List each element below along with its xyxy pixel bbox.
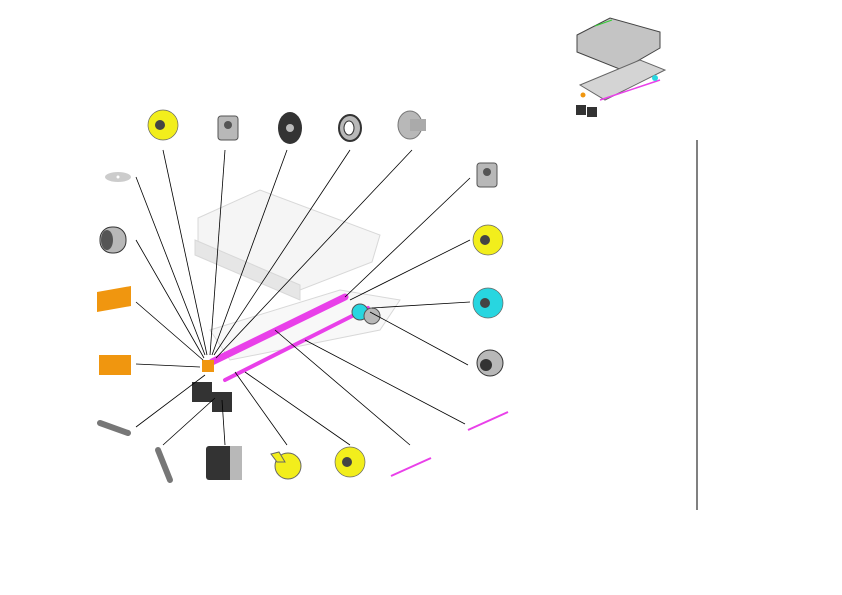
- lower-roller: [223, 306, 370, 382]
- motor-part-side: [230, 446, 242, 480]
- leader-lines: [135, 149, 471, 446]
- leader-line: [135, 239, 205, 359]
- ghost-rail: [194, 239, 301, 301]
- leader-line: [135, 176, 206, 356]
- leader-line: [274, 329, 411, 446]
- leader-line: [349, 239, 471, 301]
- shaft-short-part: [390, 457, 432, 477]
- thumb-pulley: [652, 75, 658, 81]
- upper-roller: [208, 293, 349, 366]
- leader-line: [234, 371, 288, 446]
- spring-vertical-part: [155, 447, 173, 483]
- spring-horizontal-part: [97, 420, 131, 436]
- leader-line: [135, 374, 206, 428]
- leader-line: [215, 149, 413, 359]
- roller-part-end: [101, 230, 113, 250]
- shaft-long-part: [467, 411, 509, 431]
- spring-horizontal-part-shape: [97, 420, 131, 436]
- parts: [97, 109, 509, 483]
- small-bracket-top-part-hole: [224, 121, 232, 129]
- yellow-gear-bottom-part: [334, 446, 366, 478]
- thumb-block: [580, 92, 586, 98]
- yellow-gear-right-part: [472, 224, 504, 256]
- leader-line: [211, 149, 288, 356]
- side-bracket-part: [476, 162, 498, 188]
- thumb-motor-2: [587, 107, 597, 117]
- leader-line: [135, 301, 204, 361]
- flanged-bushing-part: [397, 110, 426, 140]
- overview-thumbnail: [576, 17, 667, 117]
- yellow-cam-part-arm: [270, 451, 286, 463]
- cyan-pulley-part: [472, 287, 504, 319]
- leader-line: [209, 149, 226, 356]
- leader-line: [162, 397, 216, 446]
- leader-line: [244, 371, 351, 446]
- yellow-gear-bottom-part-hub: [342, 457, 352, 467]
- leader-line: [221, 399, 226, 446]
- roller-part: [99, 226, 127, 254]
- yellow-cam-part: [270, 451, 302, 480]
- leader-line: [371, 301, 471, 309]
- thumb-cover-logo: [594, 19, 613, 27]
- washer-part-hole: [116, 175, 120, 179]
- yellow-gear-top-part-hub: [155, 120, 165, 130]
- shaft-long-part-shape: [467, 411, 509, 431]
- gray-clutch-part: [476, 349, 504, 377]
- leader-line: [135, 363, 201, 368]
- small-bracket-top-part: [217, 115, 239, 141]
- side-bracket-part-hole: [483, 168, 491, 176]
- ring-part: [338, 114, 362, 142]
- thumb-motor-1: [576, 105, 586, 115]
- gray-clutch-part-face: [480, 359, 492, 371]
- leader-line: [162, 149, 208, 356]
- motor-part: [206, 446, 242, 480]
- thumb-roller: [599, 79, 661, 101]
- black-disc-part-hub: [286, 124, 294, 132]
- leader-line: [304, 339, 466, 425]
- ghost-assembly: [194, 189, 401, 361]
- black-disc-part: [278, 112, 302, 144]
- ghost-frame: [197, 189, 381, 291]
- ring-part-hole: [343, 120, 355, 136]
- orange-holder-part-shape: [97, 286, 131, 312]
- thumb-frame: [578, 59, 667, 101]
- thumb-cover: [576, 17, 661, 71]
- spring-vertical-part-shape: [155, 447, 173, 483]
- orange-holder-part: [97, 286, 131, 312]
- cyan-pulley-part-hub: [480, 298, 490, 308]
- shaft-short-part-shape: [390, 457, 432, 477]
- flanged-bushing-part-neck: [410, 119, 426, 131]
- assembled-motor-1: [192, 382, 212, 402]
- orange-sensor-part: [99, 355, 131, 375]
- orange-sensor-part-shape: [99, 355, 131, 375]
- yellow-gear-top-part: [147, 109, 179, 141]
- leader-line: [344, 177, 471, 298]
- leader-line: [369, 311, 469, 366]
- yellow-gear-right-part-hub: [480, 235, 490, 245]
- washer-part: [105, 172, 131, 182]
- leader-line: [213, 149, 351, 356]
- assembled-block: [202, 360, 214, 372]
